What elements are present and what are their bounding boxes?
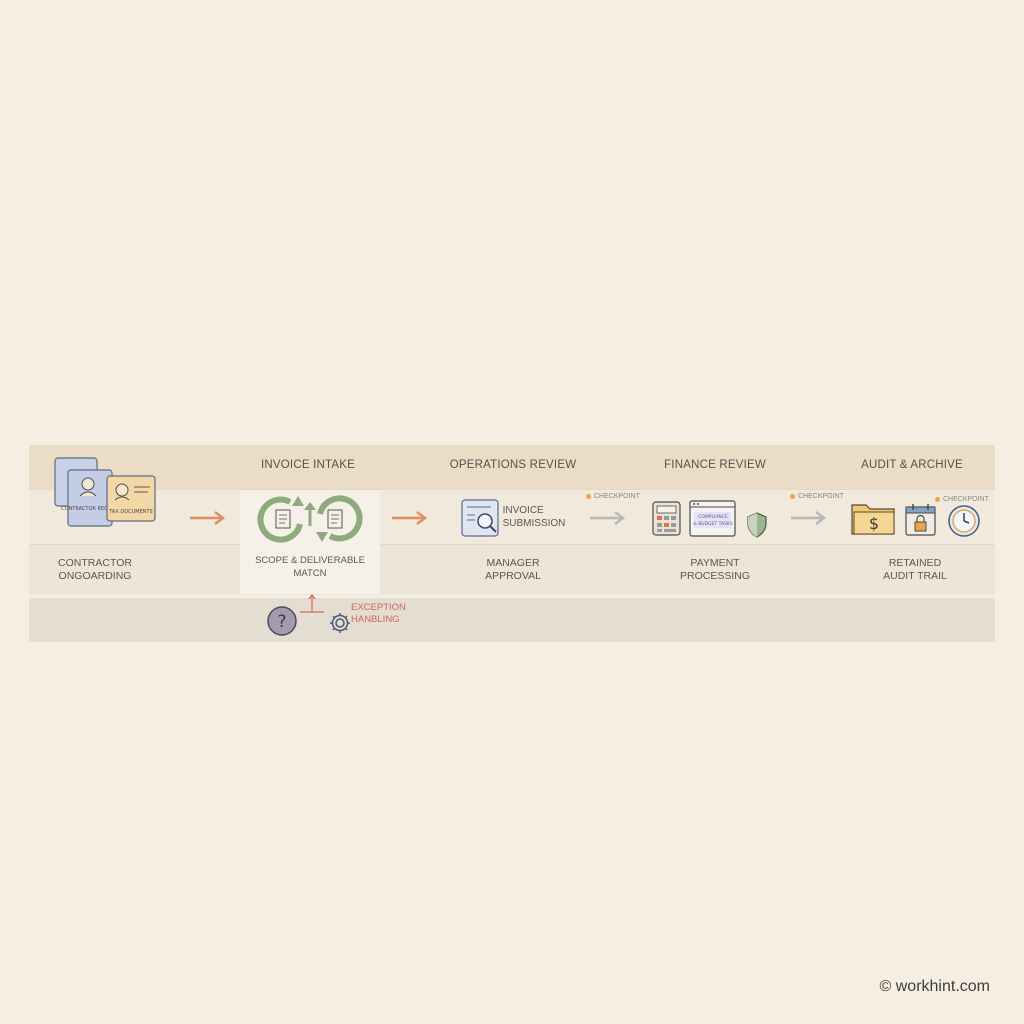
calculator-icon <box>652 501 682 542</box>
step-manager-approval: MANAGER APPROVAL <box>485 557 541 582</box>
finance-window-text-2: & BUDGET TASKS <box>693 521 733 527</box>
scope-cycle-icon <box>254 494 366 549</box>
step-contractor-onboarding: CONTRACTOR ONGOARDING <box>58 557 132 582</box>
svg-text:CONTRACTOR RECORD: CONTRACTOR RECORD <box>61 506 119 512</box>
label-band <box>29 544 995 595</box>
exception-branch-arrow <box>300 594 324 613</box>
lock-calendar-icon <box>905 503 937 542</box>
invoice-submission-label: INVOICE SUBMISSION <box>502 505 566 529</box>
invoice-search-icon <box>461 499 501 544</box>
checkpoint-2: CHECKPOINT <box>790 493 844 500</box>
dollar-folder-icon: $ <box>850 499 898 542</box>
contractor-cards-icon: CONTRACTOR RECORD TAX DOCUMENTS <box>52 456 162 536</box>
gear-icon <box>328 611 352 640</box>
question-icon: ? <box>266 605 298 642</box>
phase-audit-archive: AUDIT & ARCHIVE <box>861 459 963 471</box>
step-scope-match: SCOPE & DELIVERABLE MATCN <box>255 555 365 579</box>
phase-invoice-intake: INVOICE INTAKE <box>261 459 355 471</box>
svg-text:$: $ <box>869 514 879 533</box>
flow-arrow-1 <box>190 511 226 525</box>
exception-handling-label: EXCEPTION HANBLING <box>351 602 406 625</box>
flow-arrow-2 <box>392 511 428 525</box>
contractor-card-front-text: TAX DOCUMENTS <box>108 509 152 515</box>
flow-arrow-4 <box>791 511 827 525</box>
step-retained-audit: RETAINED AUDIT TRAIL <box>883 557 947 582</box>
step-payment-processing: PAYMENT PROCESSING <box>679 557 751 582</box>
checkpoint-3: CHECKPOINT <box>935 496 989 503</box>
svg-text:?: ? <box>277 612 286 632</box>
exception-band <box>29 598 995 642</box>
checkpoint-1: CHECKPOINT <box>586 493 640 500</box>
contractor-card-back-text-1: CONTRACTOR RECORD <box>61 506 119 512</box>
browser-window-icon: COMPLIANCE & BUDGET TASKS <box>689 500 737 543</box>
phase-header-band <box>29 445 995 489</box>
flow-arrow-3 <box>590 511 626 525</box>
scope-label-panel <box>240 544 380 594</box>
shield-icon <box>746 512 768 543</box>
finance-window-text-1: COMPLIANCE <box>698 514 728 520</box>
phase-finance-review: FINANCE REVIEW <box>664 459 766 471</box>
phase-operations-review: OPERATIONS REVIEW <box>449 459 577 471</box>
copyright-text: © workhint.com <box>879 978 990 995</box>
clock-icon <box>947 504 981 543</box>
